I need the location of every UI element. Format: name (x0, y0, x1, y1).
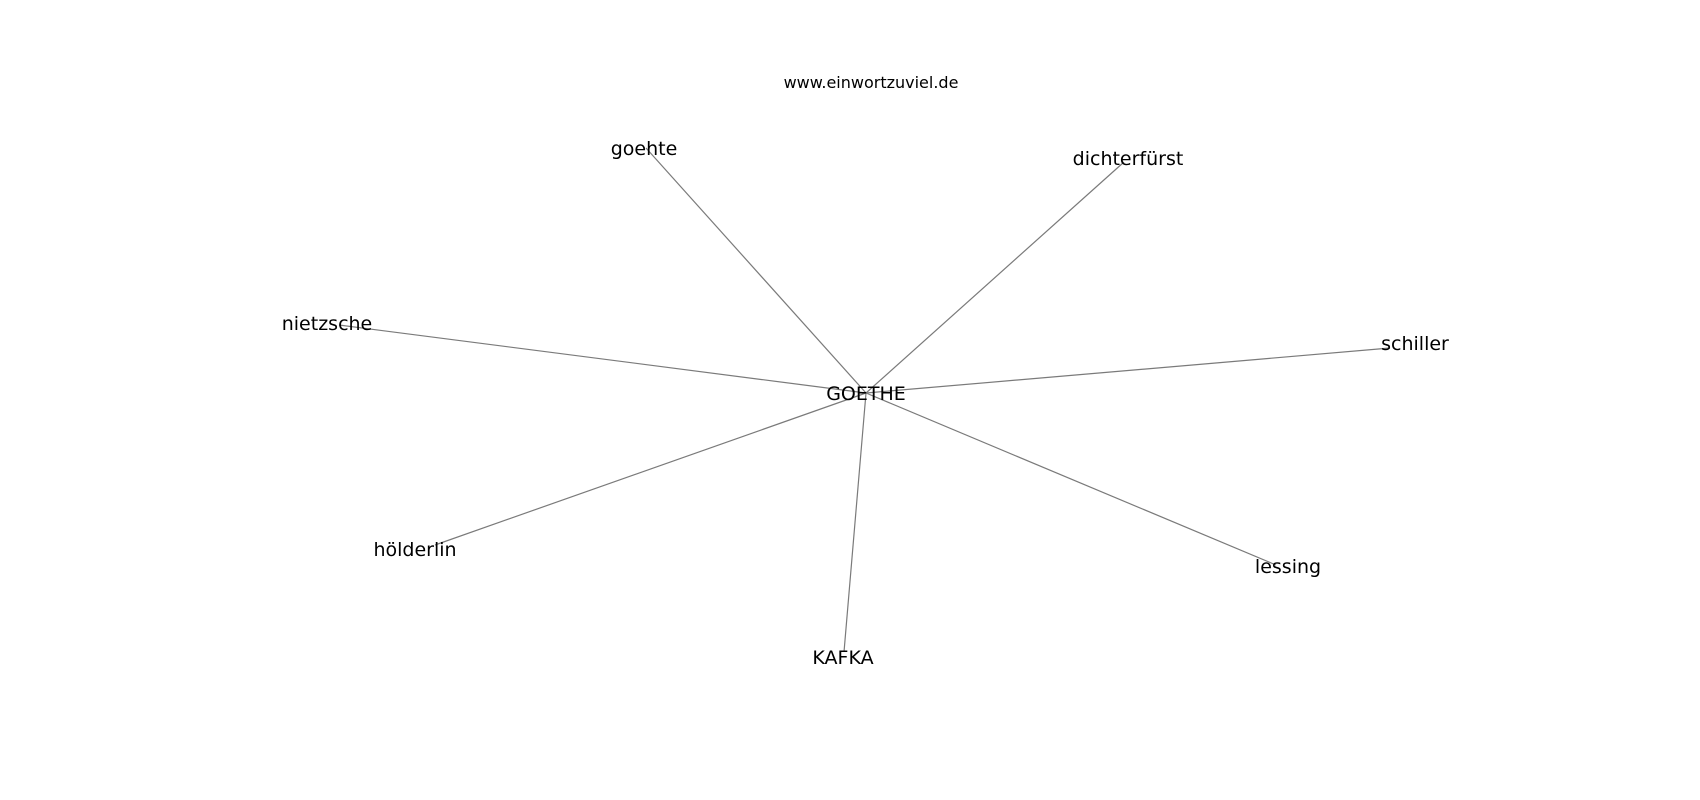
node-goehte[interactable]: goehte (611, 138, 678, 160)
edge-goethe-goehte (645, 147, 867, 394)
site-url-label: www.einwortzuviel.de (784, 73, 959, 92)
edge-goethe-lessing (865, 392, 1277, 566)
node-hoelderlin[interactable]: hölderlin (373, 539, 456, 561)
node-schiller[interactable]: schiller (1381, 333, 1449, 355)
edge-goethe-schiller (865, 347, 1391, 394)
edge-goethe-nietzsche (338, 324, 867, 394)
node-center-goethe[interactable]: GOETHE (826, 383, 906, 405)
graph-edges (338, 147, 1391, 653)
graph-labels: www.einwortzuviel.de GOETHE goehte dicht… (282, 73, 1449, 669)
node-dichterfuerst[interactable]: dichterfürst (1073, 148, 1184, 170)
node-kafka[interactable]: KAFKA (812, 647, 873, 669)
edge-goethe-hoelderlin (434, 392, 867, 546)
node-lessing[interactable]: lessing (1255, 556, 1321, 578)
edge-goethe-dichterfuerst (865, 161, 1125, 394)
node-nietzsche[interactable]: nietzsche (282, 313, 373, 335)
edge-goethe-kafka (843, 392, 867, 653)
